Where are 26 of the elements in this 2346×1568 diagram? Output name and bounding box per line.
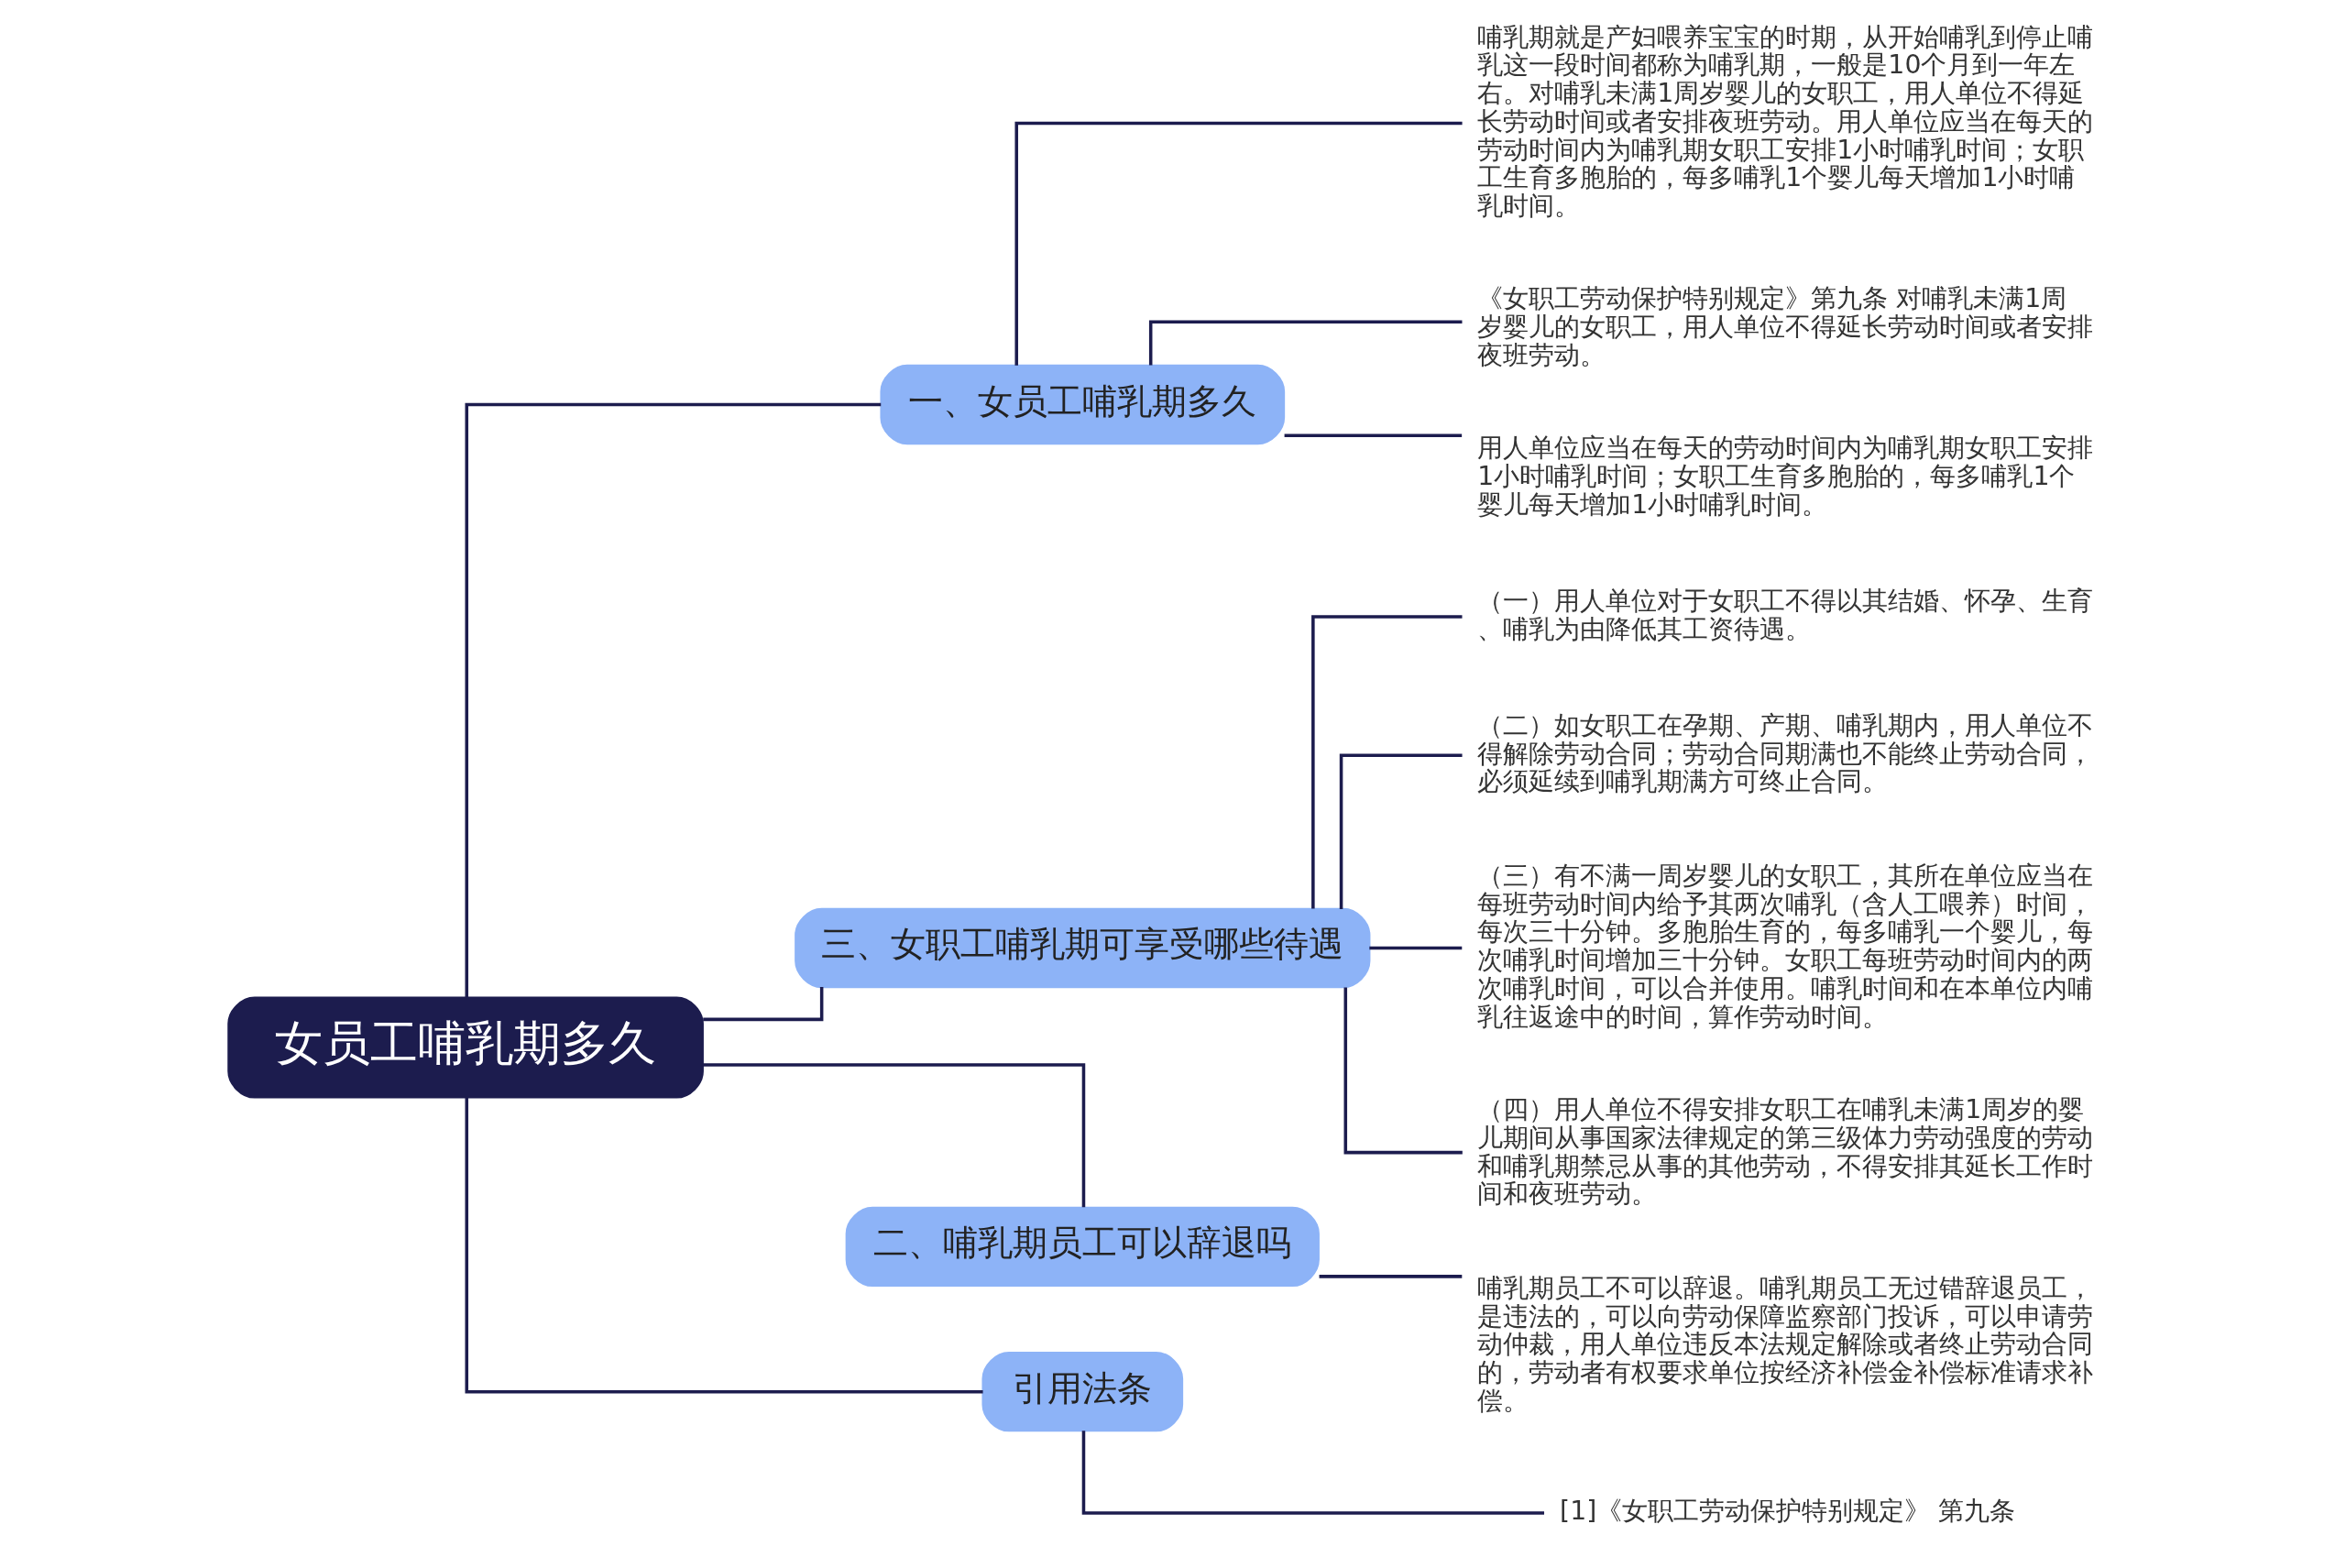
connector (465, 1097, 983, 1394)
node-text: （二）如女职工在孕期、产期、哺乳期内，用人单位不得解除劳动合同；劳动合同期满也不能终止劳动合同，必须延续到哺乳期满方可终止合同。 (1476, 709, 2093, 797)
node-text: [1]《女职工劳动保护特别规定》 第九条 (1559, 1496, 2015, 1527)
connector (1339, 753, 1463, 909)
node-box: 二、哺乳期员工可以辞退吗 (845, 1206, 1320, 1288)
node-text: 哺乳期就是产妇喂养宝宝的时期，从开始哺乳到停止哺乳这一段时间都称为哺乳期，一般是10个月到一年左右。对哺乳未满1周岁婴儿的女职工，用人单位不得延长劳动时间或者安排夜班劳动。用人单位应当在每天的劳动时间内为哺乳期女职工安排1小时哺乳时间；女职工生育多胞胎的，每多哺乳1个婴儿每天增加1小时哺乳时间。 (1476, 21, 2093, 221)
node-text: （一）用人单位对于女职工不得以其结婚、怀孕、生育、哺乳为由降低其工资待遇。 (1476, 586, 2093, 644)
node-box: 引用法条 (981, 1351, 1183, 1432)
connector (1081, 1431, 1544, 1515)
connector (1148, 320, 1462, 366)
connector (1319, 1275, 1462, 1278)
node-text: 哺乳期员工不可以辞退。哺乳期员工无过错辞退员工，是违法的，可以向劳动保障监察部门投诉，可以申请劳动仲裁，用人单位违反本法规定解除或者终止劳动合同的，劳动者有权要求单位按经济补偿金补偿标准请求补偿。 (1476, 1272, 2093, 1416)
connector (1014, 121, 1463, 366)
node-text: 用人单位应当在每天的劳动时间内为哺乳期女职工安排1小时哺乳时间；女职工生育多胞胎的，每多哺乳1个婴儿每天增加1小时哺乳时间。 (1476, 433, 2093, 520)
connector (1368, 946, 1462, 950)
connector (1343, 987, 1463, 1155)
node-text: 《女职工劳动保护特别规定》第九条 对哺乳未满1周岁婴儿的女职工，用人单位不得延长劳动时间或者安排夜班劳动。 (1476, 283, 2093, 370)
node-text: （三）有不满一周岁婴儿的女职工，其所在单位应当在每班劳动时间内给予其两次哺乳（含人工喂养）时间，每次三十分钟。多胞胎生育的，每多哺乳一个婴儿，每次哺乳时间增加三十分钟。女职工每班劳动时间内的两次哺乳时间，可以合并使用。哺乳时间和在本单位内哺乳往返途中的时间，算作劳动时间。 (1476, 860, 2093, 1032)
connector (702, 1063, 1085, 1208)
node-box: 一、女员工哺乳期多久 (879, 364, 1285, 445)
node-text: （四）用人单位不得安排女职工在哺乳未满1周岁的婴儿期间从事国家法律规定的第三级体力劳动强度的劳动和哺乳期禁忌从事的其他劳动，不得安排其延长工作时间和夜班劳动。 (1476, 1094, 2093, 1210)
node-box: 女员工哺乳期多久 (226, 996, 704, 1099)
connector (1284, 433, 1462, 437)
connector (1310, 615, 1462, 909)
node-box: 三、女职工哺乳期可享受哪些待遇 (794, 907, 1370, 989)
connector (465, 402, 881, 997)
